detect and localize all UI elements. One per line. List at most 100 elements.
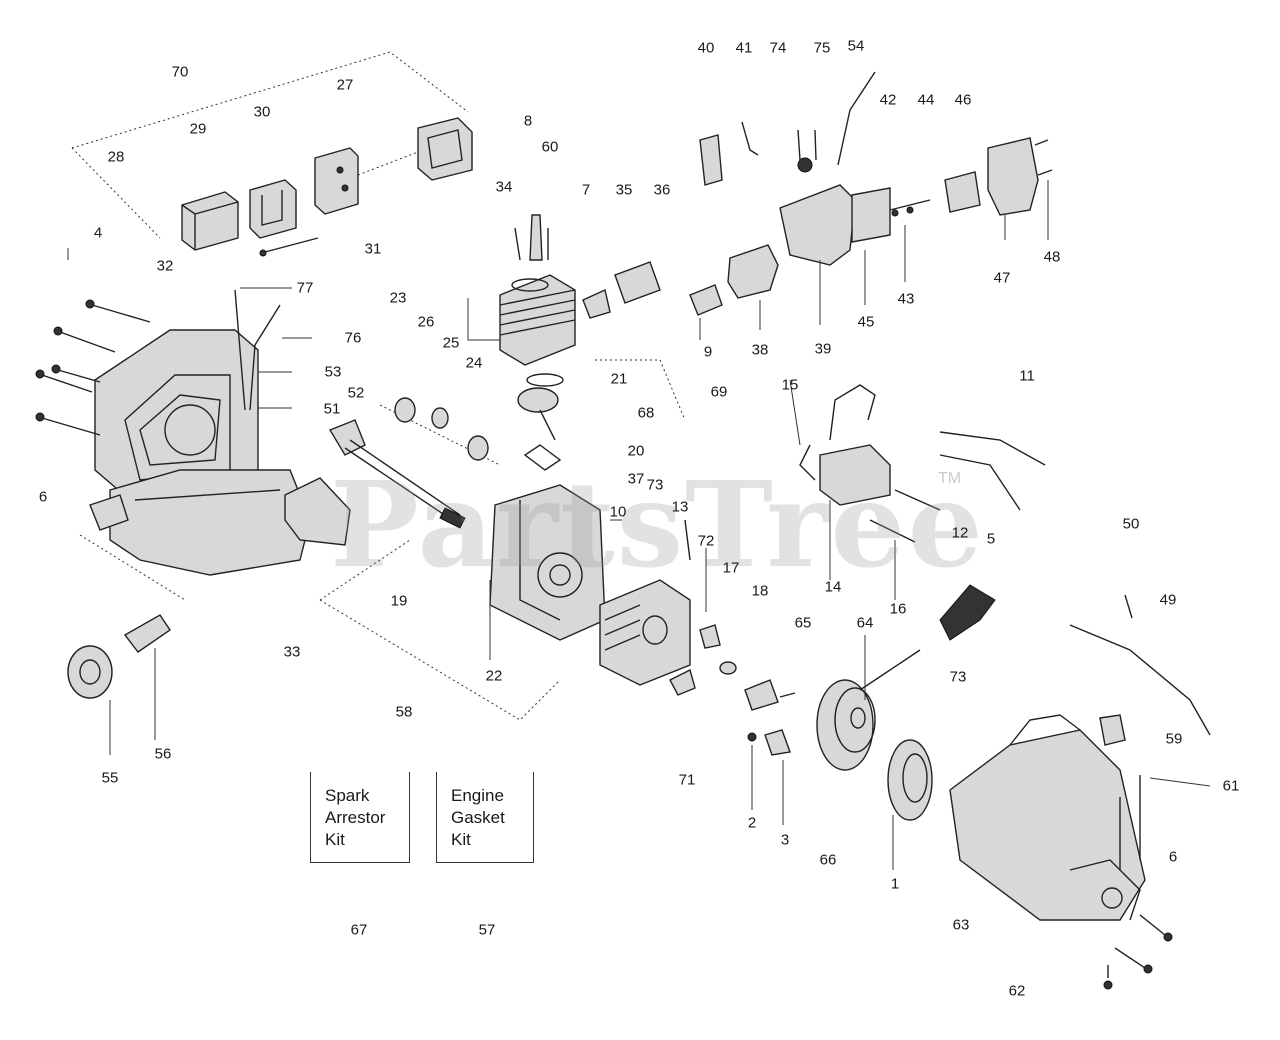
filter-plate xyxy=(314,147,359,215)
callout-67: 67 xyxy=(350,921,368,939)
callout-41: 41 xyxy=(735,39,753,57)
callout-74: 74 xyxy=(769,39,787,57)
callout-34: 34 xyxy=(495,178,513,196)
air-filter-cover xyxy=(417,117,473,181)
fuel-filter xyxy=(123,614,171,653)
callout-61: 61 xyxy=(1222,777,1240,795)
trademark-symbol: TM xyxy=(938,470,962,487)
callout-49: 49 xyxy=(1159,591,1177,609)
callout-55: 55 xyxy=(101,769,119,787)
cylinder xyxy=(499,274,576,366)
callout-33: 33 xyxy=(283,643,301,661)
callout-12: 12 xyxy=(951,524,969,542)
engine-housing xyxy=(94,329,311,576)
callout-6: 6 xyxy=(1168,848,1178,866)
callout-77: 77 xyxy=(296,279,314,297)
starter-housing xyxy=(949,714,1146,921)
callout-72: 72 xyxy=(697,532,715,550)
air-filter-element xyxy=(181,191,239,251)
callout-1: 1 xyxy=(890,875,900,893)
callout-71: 71 xyxy=(678,771,696,789)
flywheel xyxy=(599,579,691,686)
filter-bracket xyxy=(249,179,297,239)
callout-52: 52 xyxy=(347,384,365,402)
callout-32: 32 xyxy=(156,257,174,275)
watermark: PartsTree xyxy=(330,455,985,594)
callout-59: 59 xyxy=(1165,730,1183,748)
callout-5: 5 xyxy=(986,530,996,548)
callout-28: 28 xyxy=(107,148,125,166)
engine-gasket-kit-box xyxy=(436,772,534,863)
callout-35: 35 xyxy=(615,181,633,199)
callout-19: 19 xyxy=(390,592,408,610)
callout-45: 45 xyxy=(857,313,875,331)
callout-70: 70 xyxy=(171,63,189,81)
callout-36: 36 xyxy=(653,181,671,199)
callout-51: 51 xyxy=(323,400,341,418)
callout-22: 22 xyxy=(485,667,503,685)
callout-14: 14 xyxy=(824,578,842,596)
callout-63: 63 xyxy=(952,916,970,934)
callout-40: 40 xyxy=(697,39,715,57)
callout-16: 16 xyxy=(889,600,907,618)
callout-75: 75 xyxy=(813,39,831,57)
fuel-cap xyxy=(67,645,113,699)
callout-6: 6 xyxy=(38,488,48,506)
carburetor xyxy=(727,244,779,299)
callout-8: 8 xyxy=(523,112,533,130)
bearings xyxy=(394,397,489,461)
callout-37: 37 xyxy=(627,470,645,488)
callout-18: 18 xyxy=(751,582,769,600)
callout-10: 10 xyxy=(609,503,627,521)
starter-pulley xyxy=(816,679,876,771)
callout-26: 26 xyxy=(417,313,435,331)
callout-68: 68 xyxy=(637,404,655,422)
callout-76: 76 xyxy=(344,329,362,347)
callout-11: 11 xyxy=(1019,367,1035,385)
callout-57: 57 xyxy=(478,921,496,939)
piston xyxy=(517,373,564,471)
callout-30: 30 xyxy=(253,103,271,121)
callout-42: 42 xyxy=(879,91,897,109)
callout-9: 9 xyxy=(703,343,713,361)
callout-24: 24 xyxy=(465,354,483,372)
carburetor-mount xyxy=(779,184,856,266)
callout-62: 62 xyxy=(1008,982,1026,1000)
callout-2: 2 xyxy=(747,814,757,832)
callout-4: 4 xyxy=(93,224,103,242)
callout-27: 27 xyxy=(336,76,354,94)
callout-31: 31 xyxy=(364,240,382,258)
callout-46: 46 xyxy=(954,91,972,109)
callout-65: 65 xyxy=(794,614,812,632)
callout-20: 20 xyxy=(627,442,645,460)
callout-48: 48 xyxy=(1043,248,1061,266)
callout-39: 39 xyxy=(814,340,832,358)
callout-7: 7 xyxy=(581,181,591,199)
housing-screws xyxy=(35,299,151,436)
callout-50: 50 xyxy=(1122,515,1140,533)
callout-15: 15 xyxy=(781,376,799,394)
callout-43: 43 xyxy=(897,290,915,308)
callout-44: 44 xyxy=(917,91,935,109)
callout-54: 54 xyxy=(847,37,865,55)
callout-21: 21 xyxy=(610,370,628,388)
crankshaft xyxy=(328,419,466,529)
callout-73: 73 xyxy=(949,668,967,686)
callout-58: 58 xyxy=(395,703,413,721)
callout-17: 17 xyxy=(722,559,740,577)
callout-29: 29 xyxy=(189,120,207,138)
spark-arrestor-kit-box xyxy=(310,772,410,863)
callout-13: 13 xyxy=(671,498,689,516)
callout-23: 23 xyxy=(389,289,407,307)
air-filter-pad xyxy=(944,171,981,213)
callout-47: 47 xyxy=(993,269,1011,287)
callout-73: 73 xyxy=(646,476,664,494)
callout-69: 69 xyxy=(710,383,728,401)
callout-53: 53 xyxy=(324,363,342,381)
callout-38: 38 xyxy=(751,341,769,359)
callout-25: 25 xyxy=(442,334,460,352)
air-cleaner-cover xyxy=(987,137,1039,216)
